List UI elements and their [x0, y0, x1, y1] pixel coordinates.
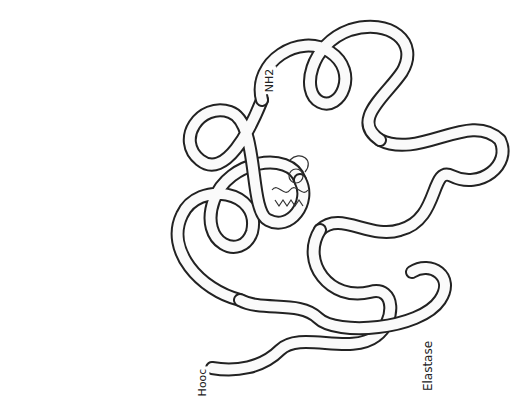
terminus-label: Hooc — [196, 366, 209, 398]
tube-segment — [178, 163, 300, 300]
active-site-detail — [272, 156, 308, 206]
tube-segment — [190, 100, 304, 223]
figure-title: Elastase — [421, 339, 435, 393]
terminus-label: NH2 — [263, 66, 276, 94]
tube-segment — [240, 268, 445, 328]
tube-segment — [261, 27, 408, 140]
tube-segment — [320, 130, 503, 232]
